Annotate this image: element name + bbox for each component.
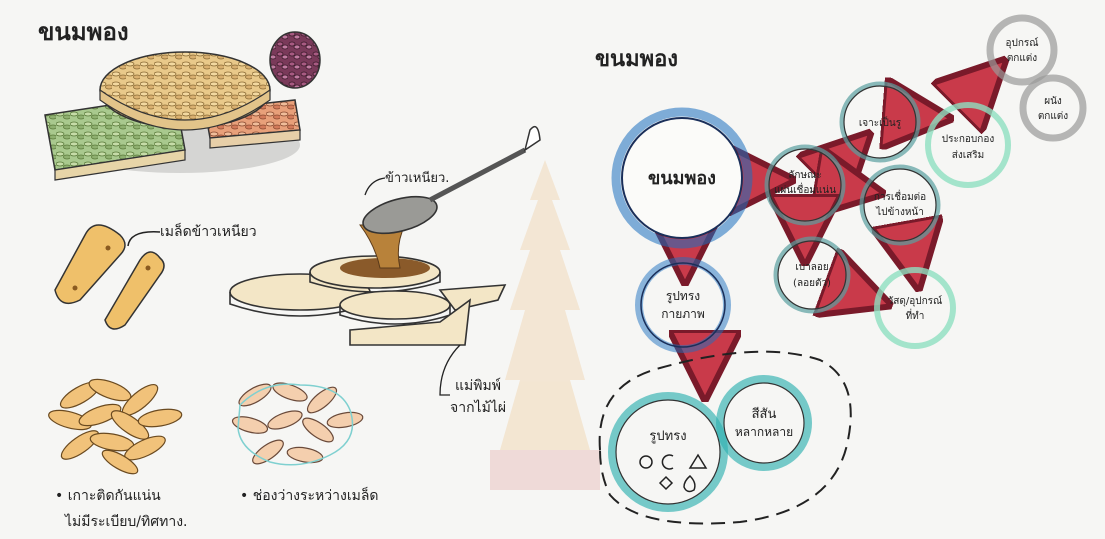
sticky-rice-pointer xyxy=(365,178,385,195)
gapped-grains-cluster xyxy=(231,379,364,468)
rice-grain-pointer xyxy=(128,232,160,246)
node-object: วัสดุ/อุปกรณ์ ที่ทำ xyxy=(877,270,953,346)
node-characteristic: ลักษณะ แผ่นเชื่อมแน่น xyxy=(767,147,843,223)
node-open: การเชื่อมต่อ ไปข้างหน้า xyxy=(862,167,938,243)
rice-grain-illustration xyxy=(55,225,164,329)
note-gapped: • ช่องว่างระหว่างเมล็ด xyxy=(240,486,379,504)
svg-text:ส่งเสริม: ส่งเสริม xyxy=(952,150,984,161)
shape-icons xyxy=(640,455,706,491)
node-material: อุปกรณ์ ตกแต่ง xyxy=(990,18,1054,82)
note-packed-line2: ไม่มีระเบียบ/ทิศทาง. xyxy=(64,513,188,530)
sticky-rice-label: ข้าวเหนียว. xyxy=(385,170,449,186)
svg-text:(ลอยตัว): (ลอยตัว) xyxy=(793,278,831,289)
svg-text:ที่ทำ: ที่ทำ xyxy=(906,308,925,322)
node-light: เบาลอย (ลอยตัว) xyxy=(776,239,848,311)
node-form: รูปทรง กายภาพ xyxy=(639,261,727,349)
note-packed-line1: • เกาะติดกันแน่น xyxy=(55,488,161,504)
svg-text:ตกแต่ง: ตกแต่ง xyxy=(1007,53,1037,64)
svg-text:หลากหลาย: หลากหลาย xyxy=(735,425,793,439)
node-center-label: ขนมพอง xyxy=(648,168,716,189)
node-colors: สีสัน หลากหลาย xyxy=(720,379,808,467)
node-cut-apart: เจาะเป็นรู xyxy=(842,84,918,160)
node-decoration: ผนัง ตกแต่ง xyxy=(1023,78,1083,138)
svg-text:เบาลอย: เบาลอย xyxy=(795,262,828,273)
svg-text:ลักษณะ: ลักษณะ xyxy=(788,170,821,181)
svg-text:รูปทรง: รูปทรง xyxy=(649,429,686,444)
svg-text:การเชื่อมต่อ: การเชื่อมต่อ xyxy=(874,189,926,203)
svg-text:ประกอบกอง: ประกอบกอง xyxy=(942,134,995,145)
svg-text:ตกแต่ง: ตกแต่ง xyxy=(1038,111,1068,122)
svg-text:สีสัน: สีสัน xyxy=(752,406,777,422)
packed-grains-cluster xyxy=(47,375,183,478)
watermark xyxy=(490,160,600,490)
node-center: ขนมพอง xyxy=(616,112,748,244)
svg-text:ไปข้างหน้า: ไปข้างหน้า xyxy=(875,206,924,218)
svg-text:วัสดุ/อุปกรณ์: วัสดุ/อุปกรณ์ xyxy=(888,295,943,307)
left-title: ขนมพอง xyxy=(38,18,129,46)
mold-label-line2: จากไม้ไผ่ xyxy=(450,399,506,416)
node-structure: ประกอบกอง ส่งเสริม xyxy=(928,105,1008,185)
svg-text:ผนัง: ผนัง xyxy=(1044,96,1062,107)
rice-grain-label: เมล็ดข้าวเหนียว xyxy=(160,222,257,240)
svg-text:เจาะเป็นรู: เจาะเป็นรู xyxy=(859,115,902,129)
svg-text:รูปทรง: รูปทรง xyxy=(666,289,700,304)
mindmap-title: ขนมพอง xyxy=(595,47,678,72)
svg-text:แผ่นเชื่อมแน่น: แผ่นเชื่อมแน่น xyxy=(774,182,836,196)
node-shape: รูปทรง xyxy=(612,396,724,508)
svg-text:กายภาพ: กายภาพ xyxy=(661,307,705,321)
svg-text:อุปกรณ์: อุปกรณ์ xyxy=(1005,37,1038,49)
rice-cracker-stack-illustration xyxy=(45,32,320,180)
mold-label-line1: แม่พิมพ์ xyxy=(455,377,501,394)
